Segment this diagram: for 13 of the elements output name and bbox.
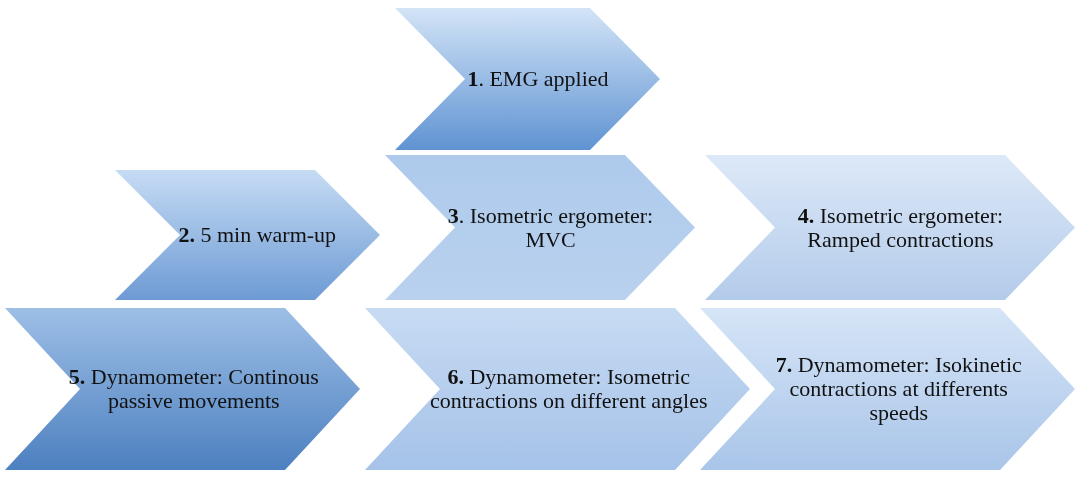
step-label: 6. Dynamometer: Isometric contractions on different angles — [428, 365, 709, 413]
chevron-shape — [115, 170, 380, 300]
step-label: 1. EMG applied — [467, 67, 609, 91]
step-label: 5. Dynamometer: Continous passive movements — [68, 365, 319, 413]
step-label: 2. 5 min warm-up — [178, 223, 337, 247]
chevron-shape — [365, 308, 750, 470]
chevron-shape — [705, 155, 1075, 300]
step-label: 4. Isometric ergometer: Ramped contractions — [796, 203, 1005, 252]
step-label: 3. Isometric ergometer: MVC — [446, 203, 655, 252]
chevron-shape — [5, 308, 360, 470]
chevron-shape — [385, 155, 695, 300]
chevron-shape — [395, 8, 660, 150]
step-label: 7. Dynamometer: Isokinetic contractions at differents speeds — [774, 353, 1023, 425]
